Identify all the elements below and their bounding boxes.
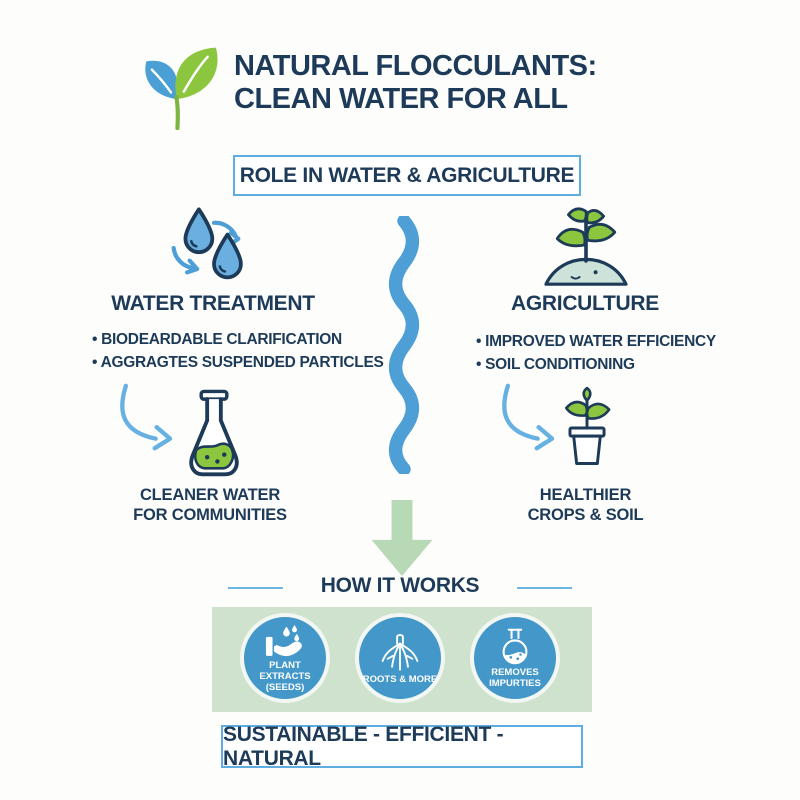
bullet-item: BIODEARDABLE CLARIFICATION (92, 329, 384, 350)
water-treatment-outcome: CLEANER WATER FOR COMMUNITIES (110, 485, 310, 525)
divider-line (228, 587, 283, 589)
step-label-line: REMOVES (491, 667, 539, 678)
page-title: NATURAL FLOCCULANTS: CLEAN WATER FOR ALL (234, 50, 654, 116)
plant-sprout-icon (544, 207, 628, 286)
step-label-line: ROOTS & MORE (362, 673, 438, 685)
step-label-line: IMPURTIES (489, 678, 541, 689)
agriculture-bullets: IMPROVED WATER EFFICIENCY SOIL CONDITION… (476, 331, 716, 375)
agriculture-heading: AGRICULTURE (511, 292, 659, 315)
wavy-water-ribbon-icon (388, 216, 420, 474)
step-roots: ROOTS & MORE (355, 613, 445, 703)
curved-arrow-icon (120, 383, 173, 451)
page-title-line2: CLEAN WATER FOR ALL (234, 83, 568, 115)
water-treatment-heading: WATER TREATMENT (111, 292, 315, 315)
down-arrow-icon (371, 500, 433, 576)
roots-icon (381, 633, 419, 671)
step-label: REMOVES IMPURTIES (489, 667, 541, 689)
water-treatment-bullets: BIODEARDABLE CLARIFICATION AGGRAGTES SUS… (92, 329, 384, 373)
bullet-item: AGGRAGTES SUSPENDED PARTICLES (92, 352, 384, 373)
step-removes-impurities: REMOVES IMPURTIES (470, 613, 560, 703)
hand-with-drops-icon (265, 624, 302, 656)
leaf-logo-icon (145, 47, 218, 130)
erlenmeyer-flask-icon (189, 389, 239, 477)
footer-banner-label: SUSTAINABLE - EFFICIENT - NATURAL (223, 722, 504, 770)
step-label-line: PLANT EXTRACTS (259, 659, 311, 682)
step-label: ROOTS & MORE (363, 674, 437, 685)
potted-plant-icon (564, 386, 611, 465)
page-title-line1: NATURAL FLOCCULANTS: (234, 50, 597, 82)
agriculture-outcome: HEALTHIER CROPS & SOIL (498, 485, 673, 525)
water-drops-cycle-icon (171, 207, 243, 280)
how-it-works-heading: HOW IT WORKS (320, 574, 480, 597)
footer-banner: SUSTAINABLE - EFFICIENT - NATURAL (221, 722, 583, 770)
step-plant-extracts: PLANT EXTRACTS (SEEDS) (240, 613, 330, 703)
outcome-line: FOR COMMUNITIES (133, 506, 287, 524)
role-banner-label: ROLE IN WATER & AGRICULTURE (239, 163, 575, 187)
outcome-line: CROPS & SOIL (527, 506, 644, 524)
round-flask-icon (502, 628, 528, 665)
role-banner: ROLE IN WATER & AGRICULTURE (233, 155, 581, 196)
bullet-item: SOIL CONDITIONING (476, 354, 716, 375)
curved-arrow-icon (502, 383, 555, 451)
outcome-line: HEALTHIER (539, 486, 632, 504)
divider-line (517, 587, 572, 589)
outcome-line: CLEANER WATER (139, 486, 281, 504)
step-label-line: (SEEDS) (265, 681, 305, 693)
bullet-item: IMPROVED WATER EFFICIENCY (476, 331, 716, 352)
step-label: PLANT EXTRACTS (SEEDS) (244, 660, 326, 693)
